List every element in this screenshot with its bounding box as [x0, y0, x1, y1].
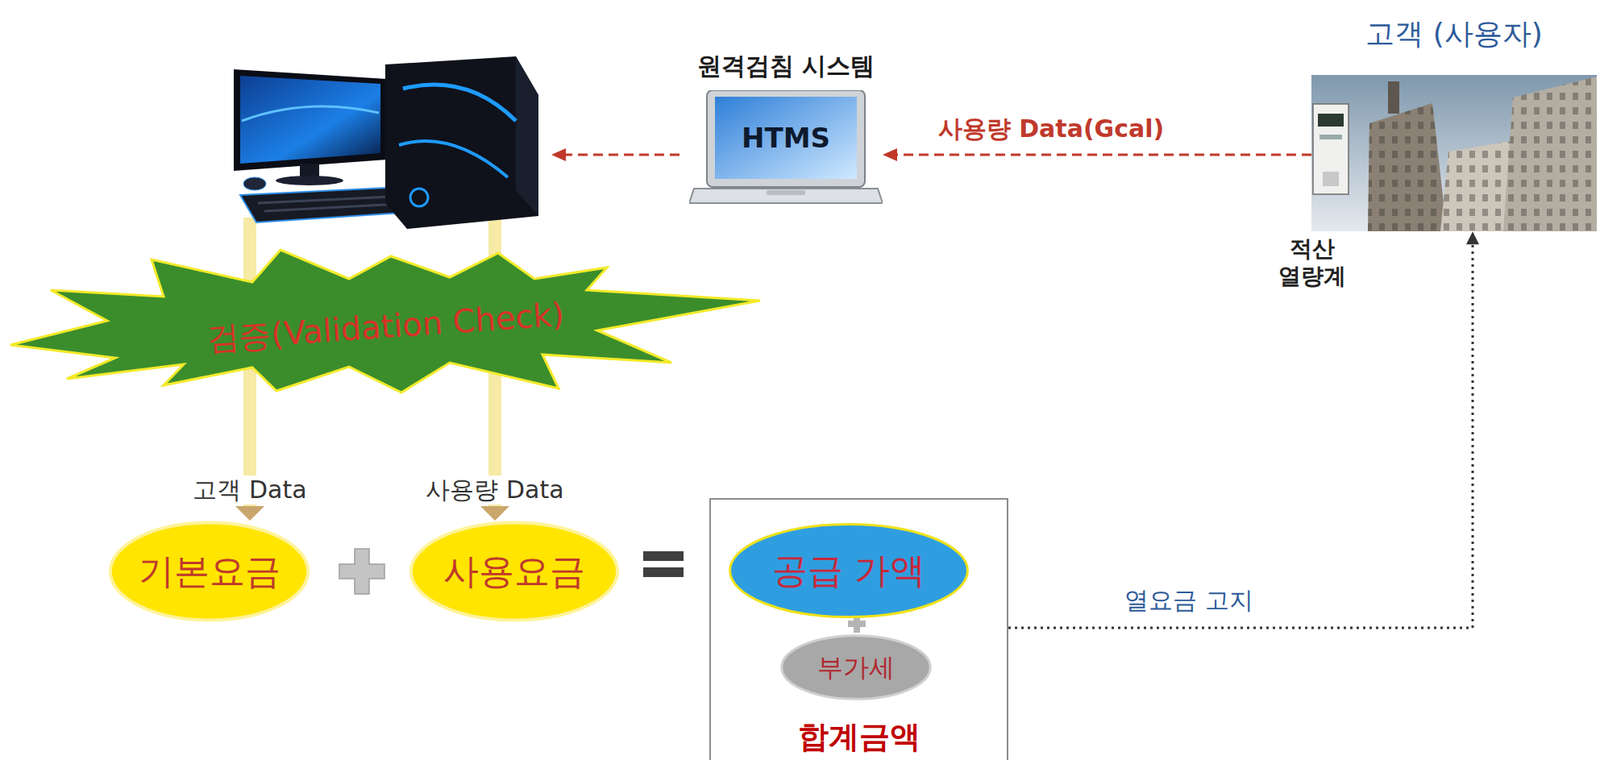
customer-photo	[1313, 103, 1349, 195]
laptop-screen: HTMS	[714, 96, 857, 179]
transfer-arrow	[551, 148, 566, 162]
customer-photo	[1367, 103, 1447, 232]
ellipse-label: 공급 가액	[772, 549, 926, 593]
customer-photo	[1440, 141, 1512, 232]
computer-illustration	[233, 69, 387, 171]
total-box: 공급 가액부가세합계금액	[709, 498, 1009, 760]
heading-row: 원격검침 시스템	[689, 51, 883, 81]
laptop-illustration	[689, 188, 883, 204]
customer-photo	[1317, 113, 1344, 127]
node-heading: 고객 (사용자)	[1311, 16, 1597, 51]
ellipse-outline	[411, 523, 618, 621]
starburst-shape	[10, 249, 761, 393]
computer-illustration	[403, 84, 516, 121]
supply-ellipse: 공급 가액	[726, 522, 972, 620]
arrow-head	[480, 506, 510, 521]
ellipse-outline	[781, 635, 931, 700]
customer-photo	[1440, 141, 1512, 232]
connector-line	[895, 153, 1312, 157]
customer-photo	[1311, 74, 1597, 232]
laptop-illustration	[766, 190, 806, 196]
connector-line	[1008, 243, 1473, 628]
customer-photo	[1388, 81, 1400, 114]
ellipse-outline	[730, 523, 969, 617]
system-name: 원격검침 시스템	[697, 51, 875, 81]
computer-illustration	[275, 175, 344, 186]
plus-symbol	[339, 548, 385, 595]
connector	[882, 148, 1312, 162]
laptop-illustration	[714, 96, 857, 179]
customer-photo	[1367, 103, 1447, 232]
ellipse-label: 사용요금	[443, 550, 586, 594]
customer-photo	[1503, 76, 1597, 232]
edge-label: 고객 Data	[187, 475, 312, 505]
computer-illustration	[241, 106, 379, 121]
equals-symbol	[643, 551, 684, 562]
total-label: 합계금액	[710, 718, 1007, 757]
fee-ellipse: 기본요금	[107, 520, 312, 623]
laptop-frame: HTMS	[689, 90, 883, 212]
transfer-arrow	[564, 153, 680, 157]
customer-photo	[1311, 74, 1597, 232]
computer-illustration	[410, 188, 429, 207]
screen-label: HTMS	[741, 121, 831, 155]
computer-illustration	[233, 56, 539, 229]
reading-system-node: 원격검침 시스템 HTMS	[689, 51, 883, 212]
ellipse-outline	[110, 523, 308, 621]
transfer-arrow	[551, 148, 680, 162]
plus-symbol	[339, 548, 385, 595]
arrow-head	[235, 506, 265, 521]
computer-illustration	[385, 56, 539, 229]
edge-label: 열요금 고지	[1119, 585, 1259, 616]
edge-label: 사용량 Data(Gcal)	[933, 114, 1170, 144]
ellipse-label: 부가세	[817, 652, 895, 683]
edge-label: 사용량 Data	[420, 475, 569, 505]
meter-label: 적산 열량계	[1275, 235, 1349, 290]
computer-illustration	[515, 56, 539, 217]
customer-photo	[1319, 134, 1343, 140]
validation-burst: 검증(Validation Check)	[10, 249, 761, 393]
connector	[1008, 231, 1480, 628]
customer-photo	[1322, 171, 1339, 187]
computer-illustration	[243, 177, 266, 191]
equals-symbol	[643, 551, 684, 578]
customer-node: 고객 (사용자)	[1311, 16, 1597, 232]
computer-illustration	[240, 75, 381, 164]
laptop-illustration	[706, 90, 865, 188]
ellipse-label: 기본요금	[138, 550, 281, 594]
fee-ellipse: 사용요금	[407, 520, 621, 623]
arrow-head	[1466, 231, 1480, 245]
customer-photo	[1503, 76, 1597, 232]
arrow-head	[882, 148, 898, 162]
tax-ellipse: 부가세	[779, 634, 933, 701]
computer-illustration	[398, 141, 508, 178]
equals-symbol	[643, 567, 684, 578]
